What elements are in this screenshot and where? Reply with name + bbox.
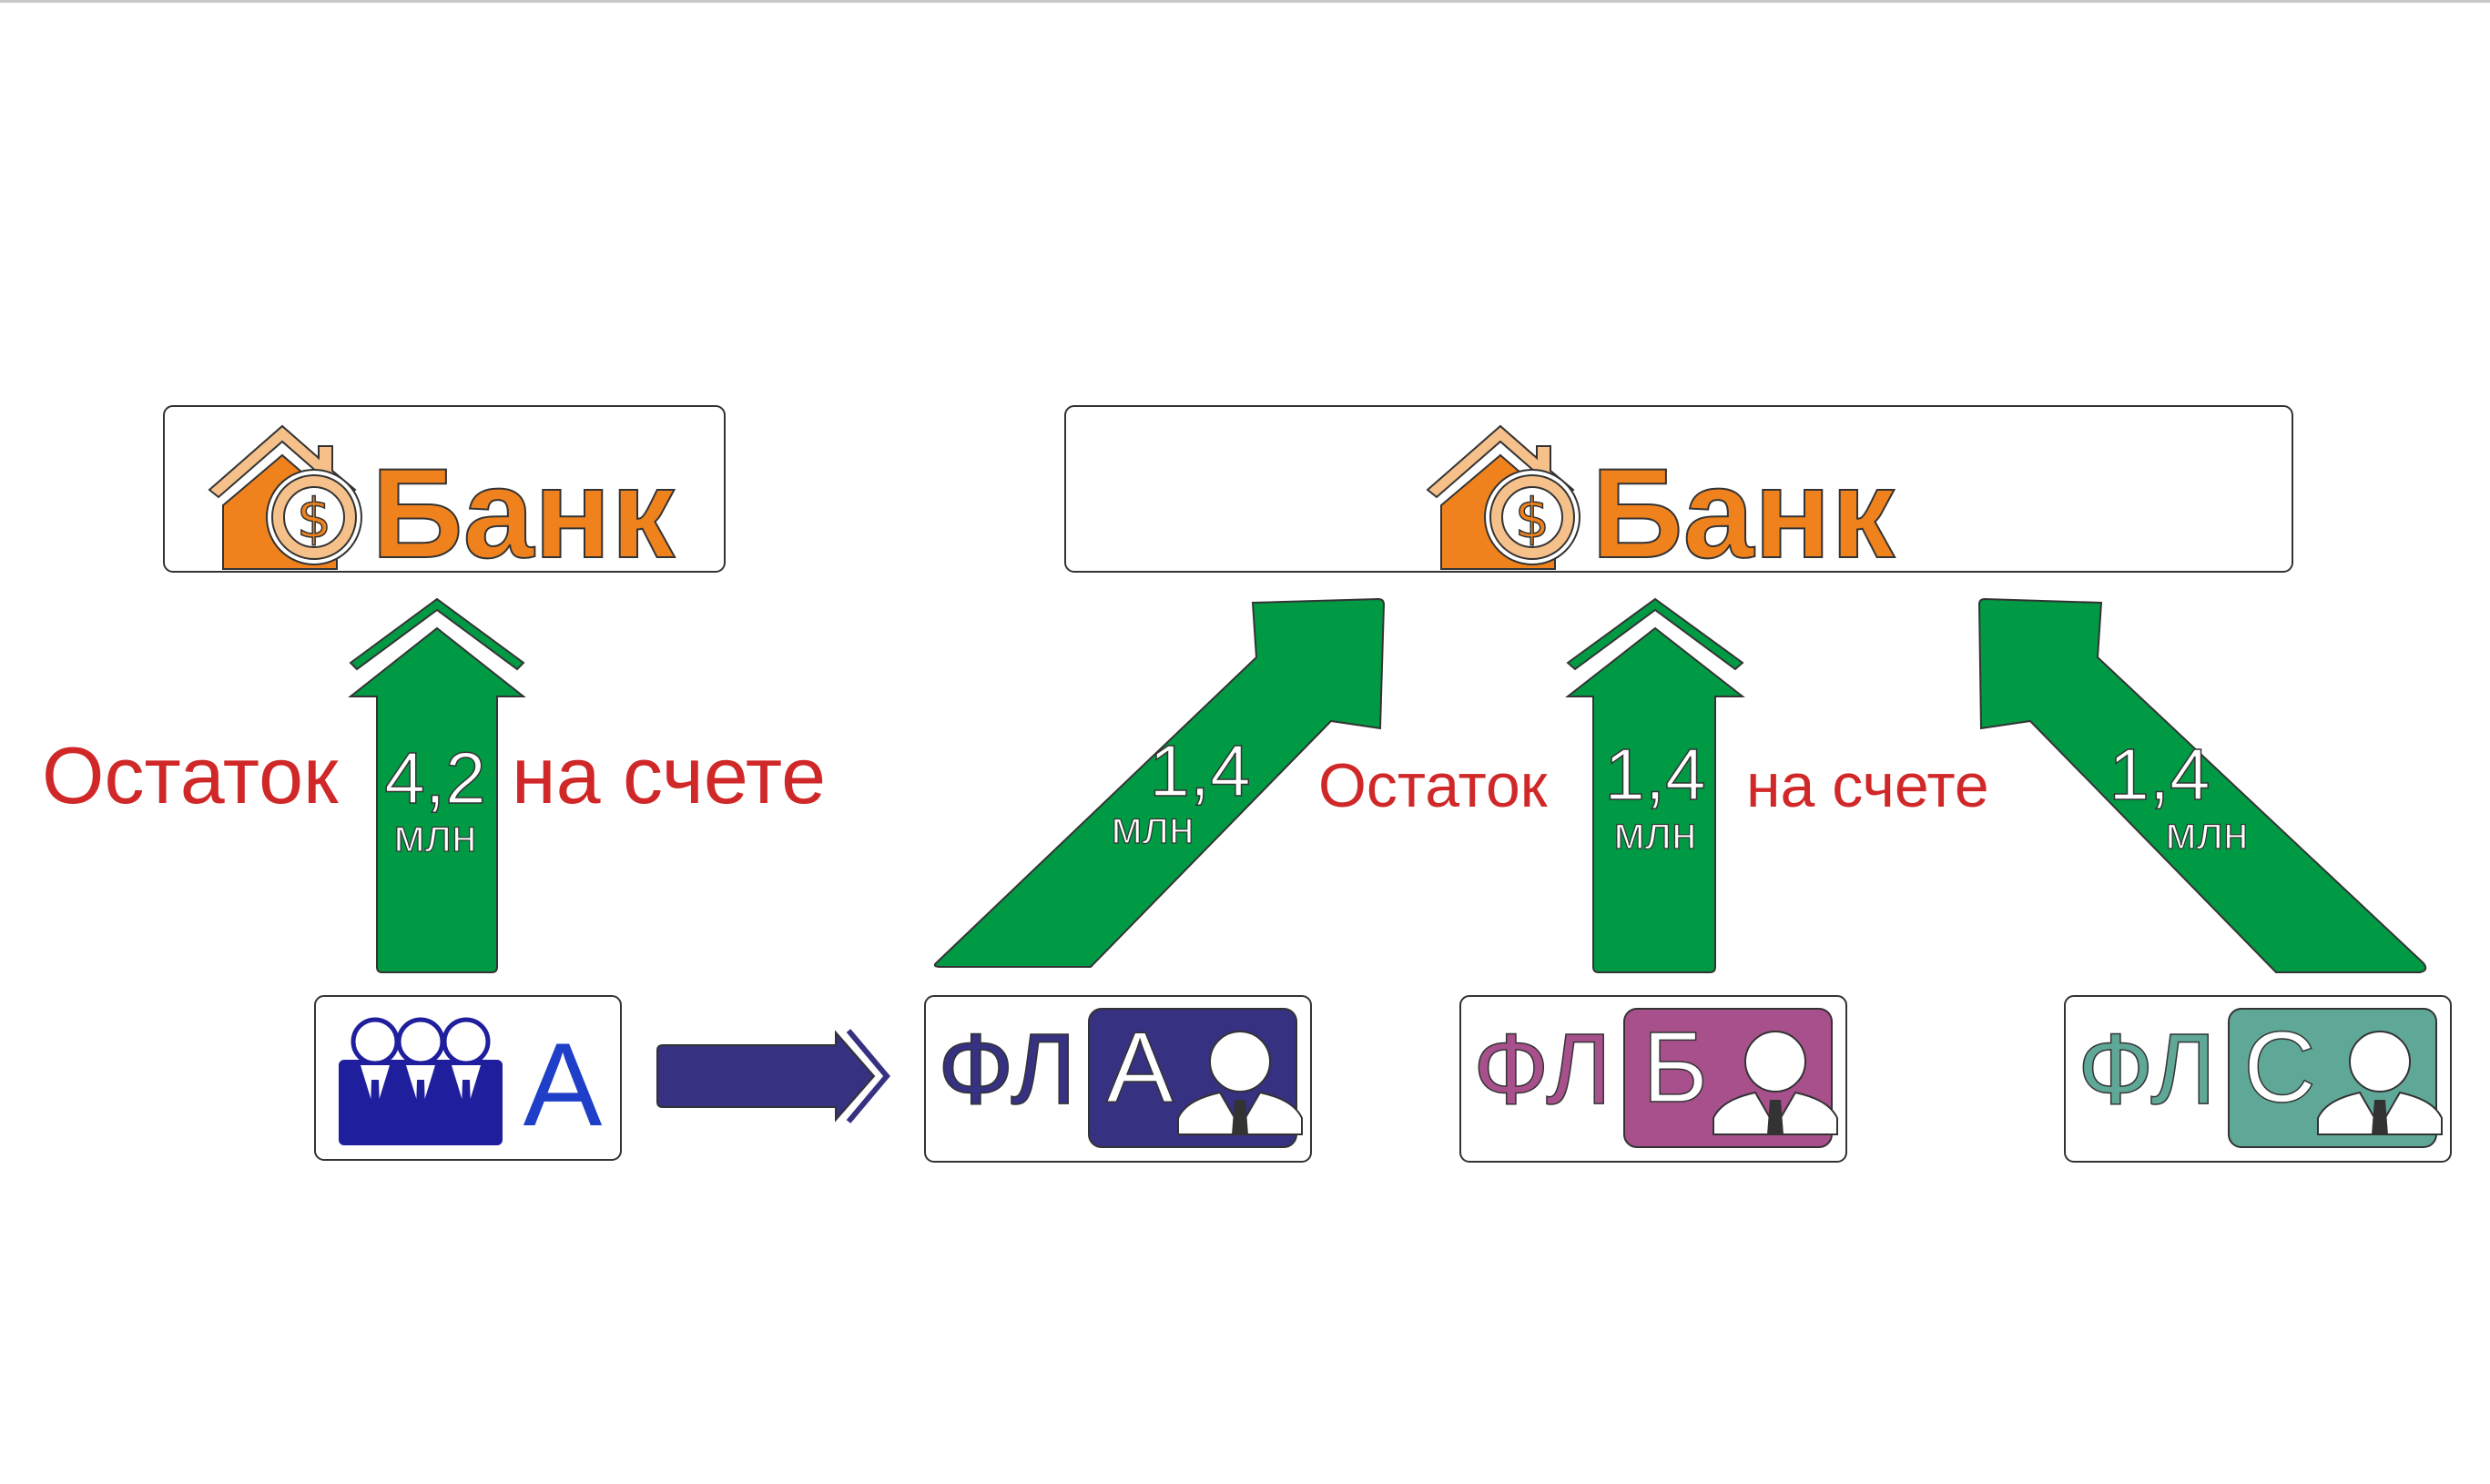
bank-label: Банк	[1591, 442, 1895, 584]
dollar-symbol: $	[297, 487, 331, 551]
diagonal-arrow-a	[933, 597, 1386, 968]
diagonal-arrow-c	[1977, 597, 2427, 973]
caption-on-account-left: на счете	[512, 730, 826, 820]
unit-arrow-a: млн	[1111, 802, 1194, 853]
individual-card-b: ФЛ Б	[1459, 995, 1847, 1163]
amount-arrow-a: 1,4	[1149, 730, 1250, 811]
amount-arrow-b: 1,4	[1604, 734, 1705, 815]
up-arrow-left	[348, 597, 526, 973]
unit-arrow-b: млн	[1613, 808, 1696, 859]
individual-prefix-c: ФЛ	[2078, 1013, 2216, 1125]
amount-left: 4,2	[384, 737, 485, 818]
bank-box-right	[1064, 405, 2293, 573]
individual-prefix-b: ФЛ	[1473, 1013, 1611, 1125]
unit-left: млн	[393, 810, 476, 861]
individual-letter-c: С	[2243, 1011, 2315, 1123]
house-coin-icon: $	[208, 425, 362, 570]
caption-remaining-right: Остаток	[1318, 751, 1549, 820]
amount-arrow-c: 1,4	[2109, 734, 2210, 815]
individual-card-a: ФЛ А	[924, 995, 1312, 1163]
right-arrow-icon	[656, 1029, 890, 1123]
up-arrow-center	[1565, 597, 1745, 973]
house-coin-icon: $	[1427, 425, 1580, 570]
individual-letter-a: А	[1106, 1011, 1174, 1123]
top-border-line	[0, 0, 2490, 3]
unit-arrow-c: млн	[2165, 808, 2248, 859]
dollar-symbol: $	[1515, 487, 1550, 551]
company-people-icon	[339, 1017, 503, 1145]
individual-prefix-a: ФЛ	[938, 1013, 1076, 1125]
individual-letter-b: Б	[1642, 1011, 1708, 1123]
caption-remaining-left: Остаток	[42, 730, 339, 820]
caption-on-account-right: на счете	[1746, 751, 1989, 820]
company-letter: A	[523, 1018, 603, 1151]
bank-label: Банк	[371, 442, 676, 584]
individual-card-c: ФЛ С	[2064, 995, 2452, 1163]
